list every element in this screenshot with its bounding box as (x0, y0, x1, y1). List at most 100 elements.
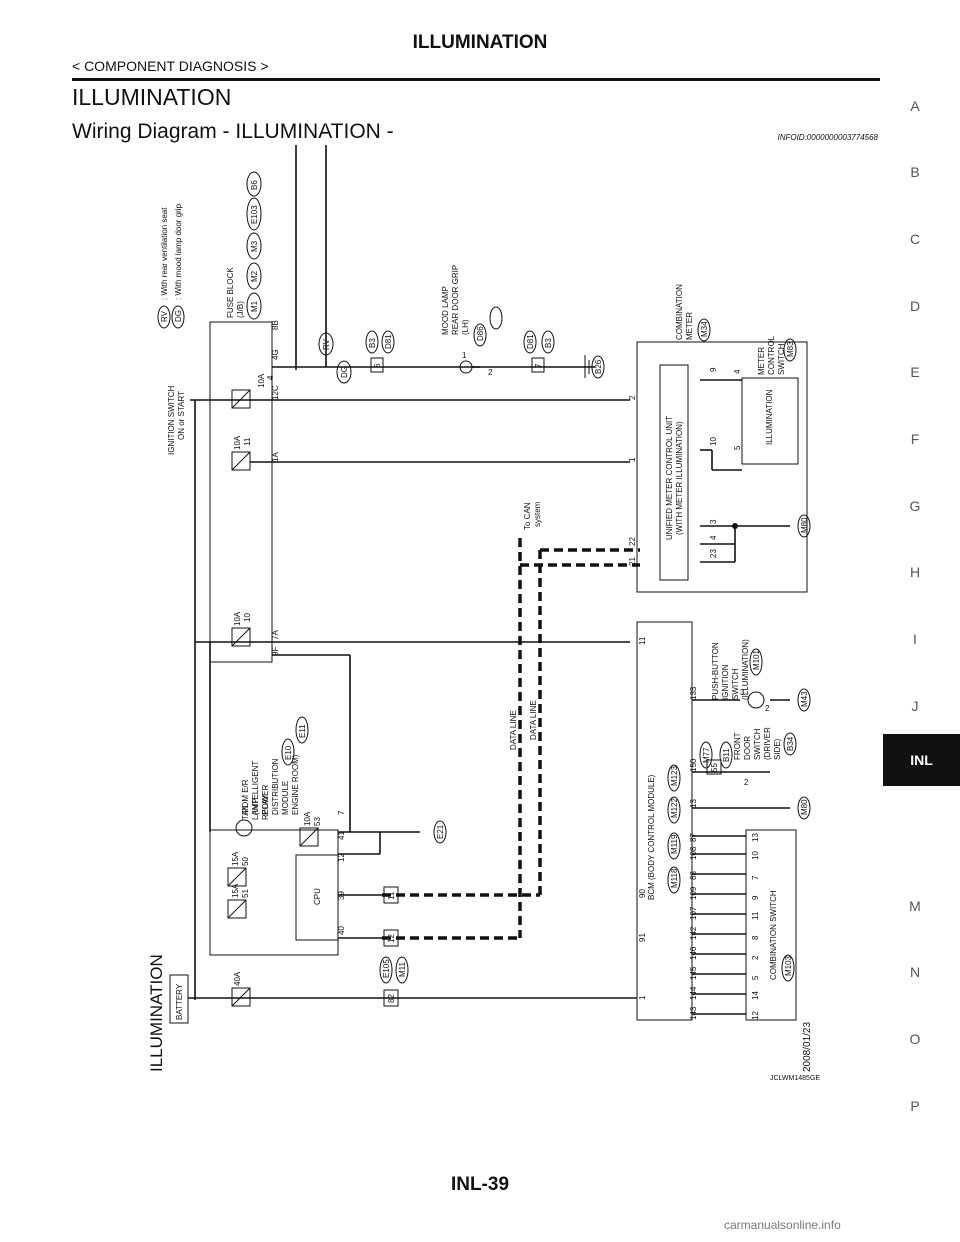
fuse-4 (231, 389, 251, 409)
bcm-pin-91: 91 (638, 933, 647, 942)
push-btn-l1: PUSH-BUTTON (711, 642, 720, 700)
fuse-53-num: 53 (313, 817, 322, 826)
bcm-connectors: M118 M119 M122 M123 (667, 764, 681, 894)
bcm-pin-1: 1 (638, 995, 647, 1000)
conn-m2: M2 (250, 270, 259, 282)
meter-unit-l2: (WITH METER ILLUMINATION) (675, 421, 684, 535)
index-p[interactable]: P (910, 1098, 920, 1114)
svg-text:107: 107 (689, 906, 698, 920)
svg-text:14: 14 (751, 991, 760, 1000)
meter-switch-illum: ILLUMINATION (765, 389, 774, 445)
mood-t6: 6 (373, 363, 382, 368)
door-l4: (DRIVER (763, 727, 772, 760)
svg-text:M119: M119 (670, 834, 679, 854)
diagram-title: ILLUMINATION (147, 954, 166, 1072)
data-line-2: DATA LINE (529, 700, 538, 740)
comb-switch-conn: M103 (784, 955, 793, 976)
mood-p2: 2 (488, 368, 493, 377)
svg-text:7: 7 (751, 875, 760, 880)
svg-text:2: 2 (751, 955, 760, 960)
mood-d86: D86 (476, 326, 485, 341)
fuse-4-num: 4 (266, 375, 275, 380)
meter-pin-1: 1 (628, 457, 637, 462)
ground-b26: B26 (594, 359, 603, 374)
index-c[interactable]: C (909, 231, 921, 247)
can-l2: system (533, 501, 542, 527)
comb-switch-title: COMBINATION SWITCH (769, 890, 778, 980)
door-l5: SIDE) (773, 738, 782, 760)
meter-pin-3: 3 (709, 519, 718, 524)
door-m77: M77 (702, 747, 711, 763)
meter-switch-p4: 4 (733, 369, 742, 374)
svg-text:143: 143 (689, 1006, 698, 1020)
term-12c: 12C (271, 385, 280, 400)
ground-e21: E21 (436, 824, 445, 839)
push-btn-p3: 3 (740, 688, 745, 697)
section-title: ILLUMINATION (72, 84, 232, 110)
push-btn-l3: SWITCH (731, 668, 740, 700)
push-btn-p2: 2 (765, 704, 770, 713)
legend-dg-text: : With mood lamp door grip (174, 203, 183, 300)
index-a[interactable]: A (910, 98, 920, 114)
index-f[interactable]: F (910, 431, 920, 447)
index-d[interactable]: D (909, 298, 921, 314)
mood-lamp-l2: REAR DOOR GRIP (451, 265, 460, 335)
index-j[interactable]: J (911, 698, 919, 714)
index-h[interactable]: H (909, 564, 921, 580)
mood-lamp-l3: (LH) (461, 319, 470, 335)
index-m[interactable]: M (909, 898, 921, 914)
fuse-51-rating: 15A (231, 883, 240, 898)
term-9f: 9F (271, 647, 280, 656)
svg-text:88: 88 (689, 871, 698, 880)
door-conn: B34 (786, 736, 795, 751)
mood-b3b: B3 (544, 338, 553, 348)
splice-rv: RV (322, 338, 331, 350)
index-b[interactable]: B (910, 164, 920, 180)
door-p2: 2 (744, 778, 749, 787)
joint-11: 11 (387, 891, 396, 900)
breadcrumb: < COMPONENT DIAGNOSIS > (72, 58, 269, 74)
meter-pin-9: 9 (709, 367, 718, 372)
mood-b3: B3 (368, 338, 377, 348)
meter-switch-l1: METER (757, 347, 766, 375)
ipdm-pin-41: 41 (337, 831, 346, 840)
diagram-date: 2008/01/23 (802, 1022, 813, 1072)
fuse-block-connectors: M1 M2 M3 E103 B6 (246, 171, 262, 320)
mood-d81: D81 (384, 334, 393, 349)
ipdm-l6: ENGINE ROOM) (291, 754, 300, 815)
svg-text:8: 8 (751, 935, 760, 940)
legend-rv-badge: RV (160, 310, 169, 322)
push-btn-conn: M101 (752, 649, 761, 670)
relay-l2: LAMP (251, 798, 260, 820)
fuse-4-rating: 10A (257, 373, 266, 388)
comb-switch-pins: 12 14 5 2 8 11 9 7 10 13 (751, 833, 760, 1020)
joint-12: 12 (387, 934, 396, 943)
ipdm-l1: IPDM E/R (241, 779, 250, 815)
subsection-title: Wiring Diagram - ILLUMINATION - (72, 120, 394, 143)
fuse-10-num: 10 (243, 613, 252, 622)
index-n[interactable]: N (909, 964, 921, 980)
svg-text:146: 146 (689, 946, 698, 960)
fuse-block-outline (209, 321, 273, 663)
index-g[interactable]: G (909, 498, 921, 514)
push-btn-lamp (747, 691, 765, 709)
mood-t7: 7 (534, 363, 543, 368)
index-e[interactable]: E (910, 364, 920, 380)
index-o[interactable]: O (909, 1031, 921, 1047)
svg-text:13: 13 (751, 833, 760, 842)
fuse-50-rating: 15A (231, 851, 240, 866)
svg-text:M118: M118 (670, 868, 679, 888)
conn-m11: M11 (398, 961, 407, 977)
index-i[interactable]: I (913, 631, 917, 647)
index-tab-active[interactable]: INL (883, 734, 960, 786)
door-l1: FRONT (733, 732, 742, 760)
bcm-box (636, 621, 693, 1021)
legend-rv-text: : With rear ventilation seat (160, 207, 169, 300)
fuse-50-num: 50 (241, 857, 250, 866)
meter-pin-21: 21 (628, 557, 637, 566)
page-number: INL-39 (450, 1174, 510, 1195)
cpu-box (295, 854, 339, 941)
bcm-title: BCM (BODY CONTROL MODULE) (647, 774, 656, 900)
data-line-1: DATA LINE (509, 710, 518, 750)
